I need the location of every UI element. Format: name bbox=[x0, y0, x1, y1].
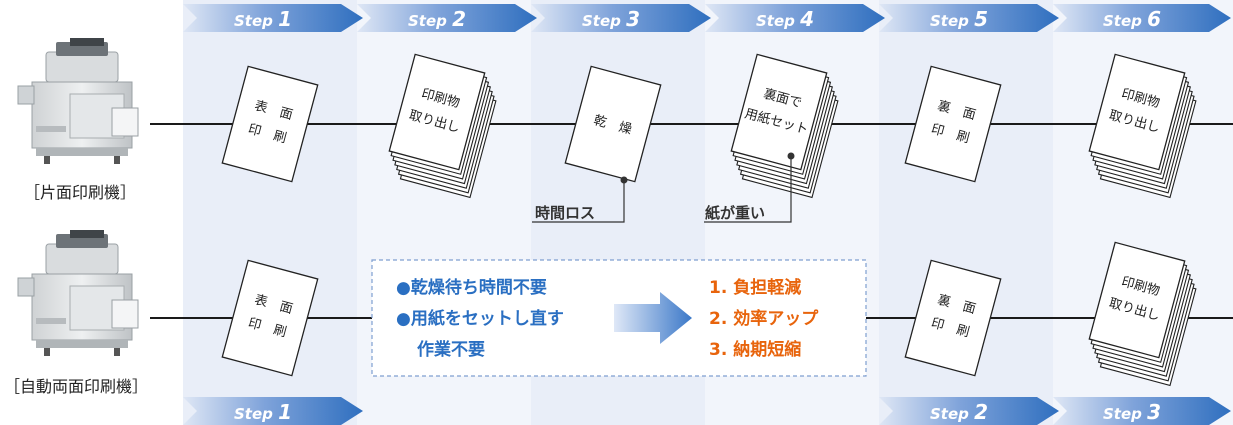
result-efficiency-up: 2. 効率アップ bbox=[709, 308, 819, 329]
single-sided-printer bbox=[17, 38, 139, 164]
top-step-1-label: Step 1 bbox=[234, 7, 292, 31]
top-step-5-shape bbox=[879, 4, 1059, 32]
top-step-6-shape bbox=[1053, 4, 1231, 32]
top-doc-2-page bbox=[388, 53, 486, 171]
top-step-1-shape bbox=[183, 4, 363, 32]
top-step-bar: Step 1 Step 2 Step 3 Step 4 Step 5 Step 6 bbox=[183, 4, 1231, 32]
top-doc-1: 表 面印 刷 bbox=[221, 65, 319, 183]
top-step-6-label: Step 6 bbox=[1103, 7, 1161, 31]
bottom-step-3: Step 3 bbox=[1053, 397, 1231, 425]
benefit-no-reset-paper: ●用紙をセットし直す bbox=[396, 308, 564, 329]
result-shorter-delivery: 3. 納期短縮 bbox=[709, 339, 801, 360]
bottom-step-2: Step 2 bbox=[879, 397, 1059, 425]
single-sided-printer-label: ［片面印刷機］ bbox=[24, 183, 136, 202]
benefits-arrow bbox=[614, 292, 692, 344]
time-loss-label: 時間ロス bbox=[535, 204, 595, 222]
top-doc-5-page bbox=[904, 65, 1002, 183]
top-doc-3: 乾 燥 bbox=[564, 65, 662, 183]
top-step-4: Step 4 bbox=[705, 4, 885, 32]
top-step-2-shape bbox=[357, 4, 537, 32]
result-reduced-burden: 1. 負担軽減 bbox=[709, 277, 801, 298]
bottom-doc-3-page bbox=[1088, 241, 1186, 359]
bottom-step-3-label: Step 3 bbox=[1103, 400, 1161, 424]
top-step-3-shape bbox=[531, 4, 711, 32]
top-doc-1-page bbox=[221, 65, 319, 183]
bottom-step-bar: Step 1 Step 2 Step 3 bbox=[183, 397, 1231, 425]
bottom-step-2-label: Step 2 bbox=[930, 400, 988, 424]
benefits-box: ●乾燥待ち時間不要 ●用紙をセットし直す 作業不要 1. 負担軽減 2. 効率ア… bbox=[371, 259, 867, 377]
benefit-no-drying-wait: ●乾燥待ち時間不要 bbox=[396, 277, 547, 298]
top-step-4-label: Step 4 bbox=[756, 7, 814, 31]
top-doc-4-page bbox=[730, 53, 828, 171]
top-documents: 表 面印 刷印刷物取り出し乾 燥裏面で用紙セット裏 面印 刷印刷物取り出し bbox=[221, 53, 1197, 199]
bottom-doc-2-page bbox=[904, 259, 1002, 377]
top-step-3: Step 3 bbox=[531, 4, 711, 32]
top-doc-6-page bbox=[1088, 53, 1186, 171]
top-step-5-label: Step 5 bbox=[930, 7, 988, 31]
top-doc-3-page bbox=[564, 65, 662, 183]
bottom-step-1: Step 1 bbox=[183, 397, 363, 425]
bottom-doc-1: 表 面印 刷 bbox=[221, 259, 319, 377]
bottom-step-1-label: Step 1 bbox=[234, 400, 292, 424]
top-step-3-label: Step 3 bbox=[582, 7, 640, 31]
top-step-6: Step 6 bbox=[1053, 4, 1231, 32]
bottom-step-2-shape bbox=[879, 397, 1059, 425]
bottom-step-1-shape bbox=[183, 397, 363, 425]
top-step-5: Step 5 bbox=[879, 4, 1059, 32]
bottom-doc-2: 裏 面印 刷 bbox=[904, 259, 1002, 377]
time-loss-callout: 時間ロス bbox=[532, 176, 628, 223]
heavy-paper-label: 紙が重い bbox=[705, 204, 765, 222]
bottom-doc-1-page bbox=[221, 259, 319, 377]
benefit-no-work: 作業不要 bbox=[417, 339, 485, 360]
top-step-1: Step 1 bbox=[183, 4, 363, 32]
duplex-printer-label: ［自動両面印刷機］ bbox=[4, 377, 148, 396]
top-doc-5: 裏 面印 刷 bbox=[904, 65, 1002, 183]
heavy-paper-callout: 紙が重い bbox=[704, 152, 795, 223]
bottom-step-3-shape bbox=[1053, 397, 1231, 425]
top-step-2: Step 2 bbox=[357, 4, 537, 32]
top-step-4-shape bbox=[705, 4, 885, 32]
top-step-2-label: Step 2 bbox=[408, 7, 466, 31]
duplex-printer bbox=[17, 230, 139, 356]
